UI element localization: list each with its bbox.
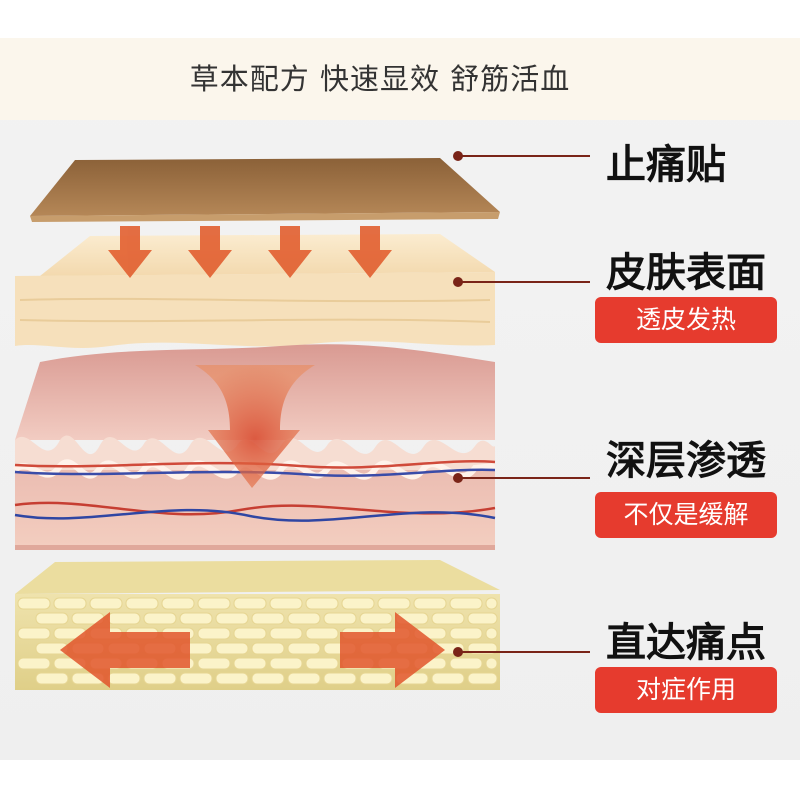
deep-penetration-arrow [195, 365, 315, 488]
label-skin-surface: 皮肤表面 [606, 250, 766, 296]
header-banner [0, 38, 800, 120]
badge-deep-penetration: 不仅是缓解 [595, 492, 777, 538]
pain-patch-layer [30, 158, 500, 222]
header-slogan: 草本配方 快速显效 舒筋活血 [189, 62, 571, 96]
label-deep-penetration: 深层渗透 [606, 438, 766, 484]
pointer-lines [458, 155, 590, 653]
skin-surface-layer [15, 234, 495, 348]
label-pain-point: 直达痛点 [606, 620, 766, 666]
badge-pain-point: 对症作用 [595, 667, 777, 713]
fat-layer [15, 560, 500, 690]
spreading-arrows [60, 612, 445, 688]
badge-skin-surface: 透皮发热 [595, 297, 777, 343]
penetration-arrows [108, 226, 392, 278]
label-pain-patch: 止痛贴 [606, 142, 726, 188]
pointer-dots [453, 151, 463, 657]
